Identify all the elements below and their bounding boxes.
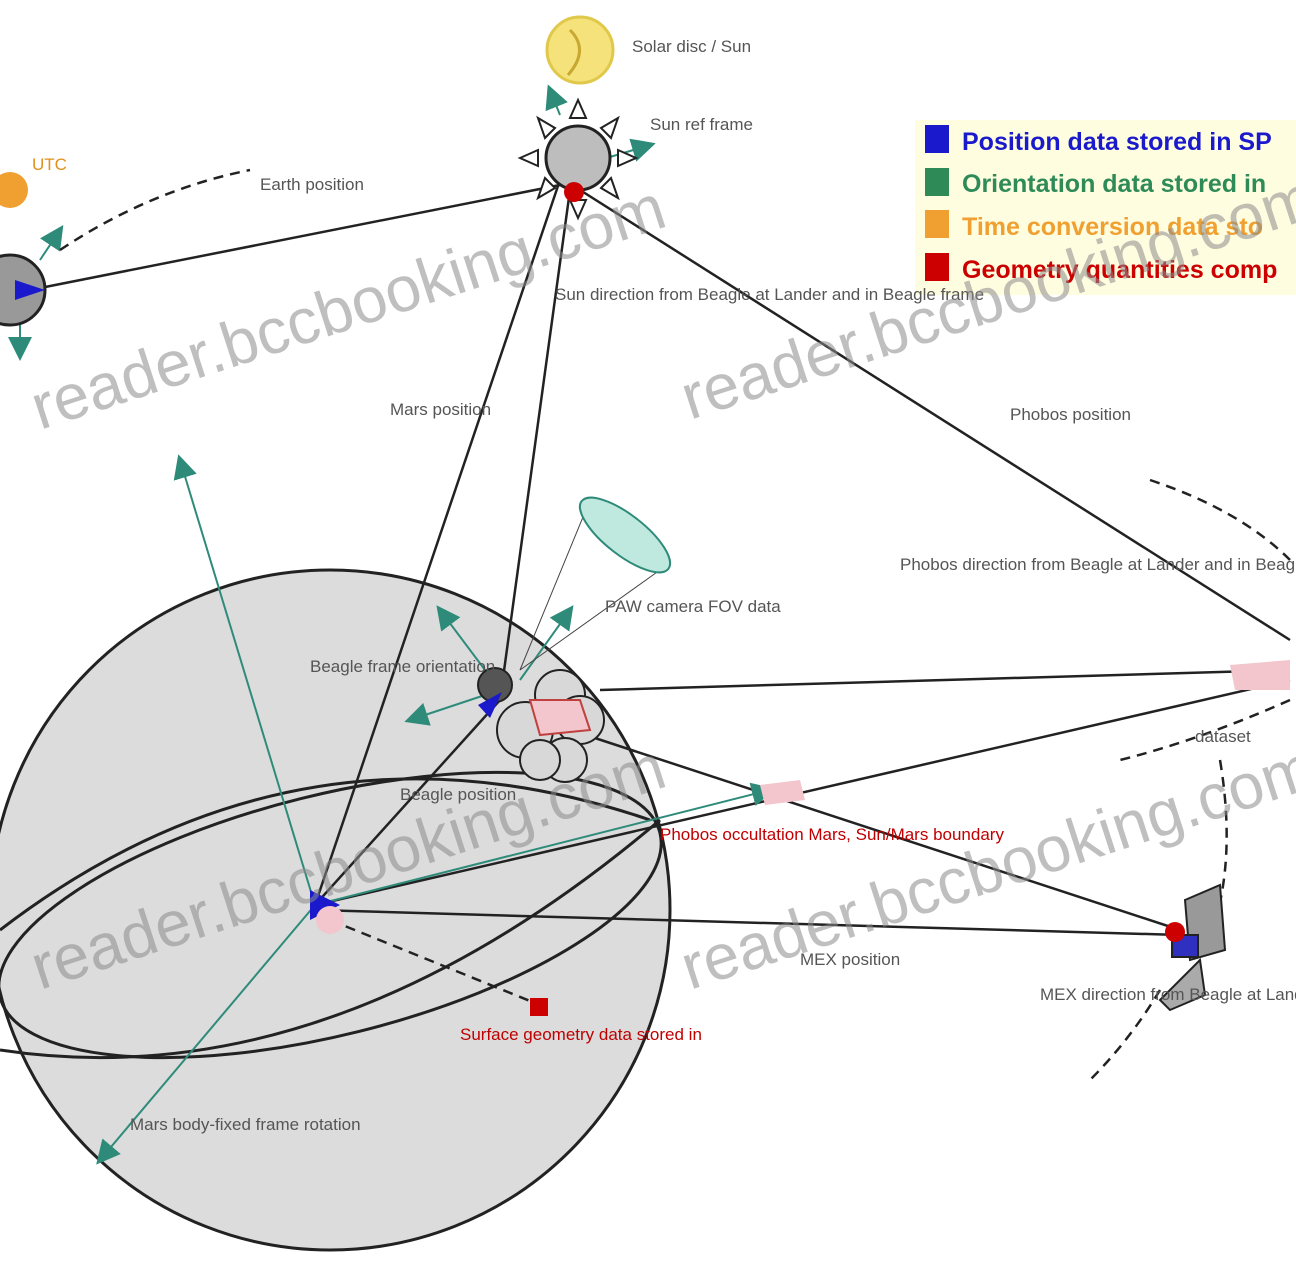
legend-item-position: Position data stored in SP [925, 125, 1272, 156]
legend-label-position: Position data stored in SP [962, 128, 1272, 156]
phobos-direction-marker [1230, 660, 1290, 690]
phobos-motion-arc [1119, 698, 1291, 762]
label-sun-direction: Sun direction from Beagle at Lander and … [555, 285, 984, 304]
sun-direction-vector [498, 189, 572, 701]
label-phobos-direction: Phobos direction from Beagle at Lander a… [900, 555, 1296, 574]
mex-direction-vector [539, 718, 1181, 932]
label-dataset: dataset [1195, 727, 1251, 746]
mars-z-axis [173, 454, 316, 906]
legend-item-time: Time conversion data sto [925, 210, 1263, 241]
legend-item-geometry: Geometry quantities comp [925, 253, 1277, 284]
beagle-y-axis [519, 605, 574, 681]
legend-swatch-time [925, 210, 949, 238]
legend-item-orientation: Orientation data stored in [925, 168, 1266, 198]
mars-x-axis [96, 904, 316, 1165]
beagle-lander-icon [477, 667, 605, 783]
label-beagle-position: Beagle position [400, 785, 516, 804]
label-surface-geometry: Surface geometry data stored in [460, 1025, 702, 1044]
surface-normal-line [329, 918, 541, 1007]
label-body-fixed: Mars body-fixed frame rotation [130, 1115, 361, 1134]
label-mex-direction: MEX direction from Beagle at Lander and … [1040, 985, 1296, 1004]
position-marker-mars [310, 890, 340, 920]
mex-orbit-arc [1198, 759, 1228, 961]
phobos-orbit-arc [1149, 478, 1291, 561]
dashed-paths [59, 168, 1291, 1081]
earth-orbit-arc [59, 168, 251, 252]
legend-label-geometry: Geometry quantities comp [962, 256, 1277, 284]
geometry-marker-sun [564, 182, 584, 202]
mex-orbit-arc-lower [1089, 989, 1162, 1081]
label-earth-position: Earth position [260, 175, 364, 194]
position-marker-earth [15, 280, 45, 300]
mex-spacecraft-icon [1158, 883, 1227, 1012]
phobos-position-vector [579, 188, 1291, 642]
instrument-fov [519, 496, 672, 671]
legend: Position data stored in SP Orientation d… [915, 120, 1296, 295]
legend-swatch-position [925, 125, 949, 153]
label-instrument-fov: PAW camera FOV data [605, 597, 781, 616]
mars-origin-marker [316, 906, 344, 934]
legend-label-orientation: Orientation data stored in [962, 170, 1266, 198]
geometry-marker-mex [1165, 922, 1185, 942]
earth-position-vector [29, 183, 561, 292]
sun-icon [517, 15, 639, 221]
data-markers [15, 182, 1290, 1016]
label-phobos-position: Phobos position [1010, 405, 1131, 424]
mars-position-vector [313, 179, 562, 906]
legend-label-time: Time conversion data sto [962, 213, 1263, 241]
legend-swatch-orientation [925, 168, 949, 196]
label-phobos-occultation: Phobos occultation Mars, Sun/Mars bounda… [660, 825, 1004, 844]
earth-icon [0, 172, 47, 327]
position-marker-beagle [478, 692, 502, 718]
label-mex-position: MEX position [800, 950, 900, 969]
watermark-1: reader.bccbooking.com [22, 170, 674, 443]
sun-axis-up [545, 84, 568, 116]
label-sun: Solar disc / Sun [632, 37, 751, 56]
mex-position-vector [314, 908, 1181, 937]
beagle-position-vector [314, 699, 501, 906]
label-mars-position: Mars position [390, 400, 491, 419]
label-beagle-frame: Beagle frame orientation [310, 657, 495, 676]
earth-axis-up [39, 225, 64, 261]
label-sun-frame: Sun ref frame [650, 115, 753, 134]
geometry-marker-surface [530, 998, 548, 1016]
watermark-4: reader.bccbooking.com [672, 730, 1296, 1003]
label-utc: UTC [32, 155, 67, 174]
mars-y-axis [314, 782, 776, 906]
phobos-direction-vector [599, 668, 1291, 692]
occultation-marker [760, 780, 805, 805]
legend-swatch-geometry [925, 253, 949, 281]
diagram-labels: Solar disc / Sun UTC Earth position Sun … [32, 37, 1296, 1134]
